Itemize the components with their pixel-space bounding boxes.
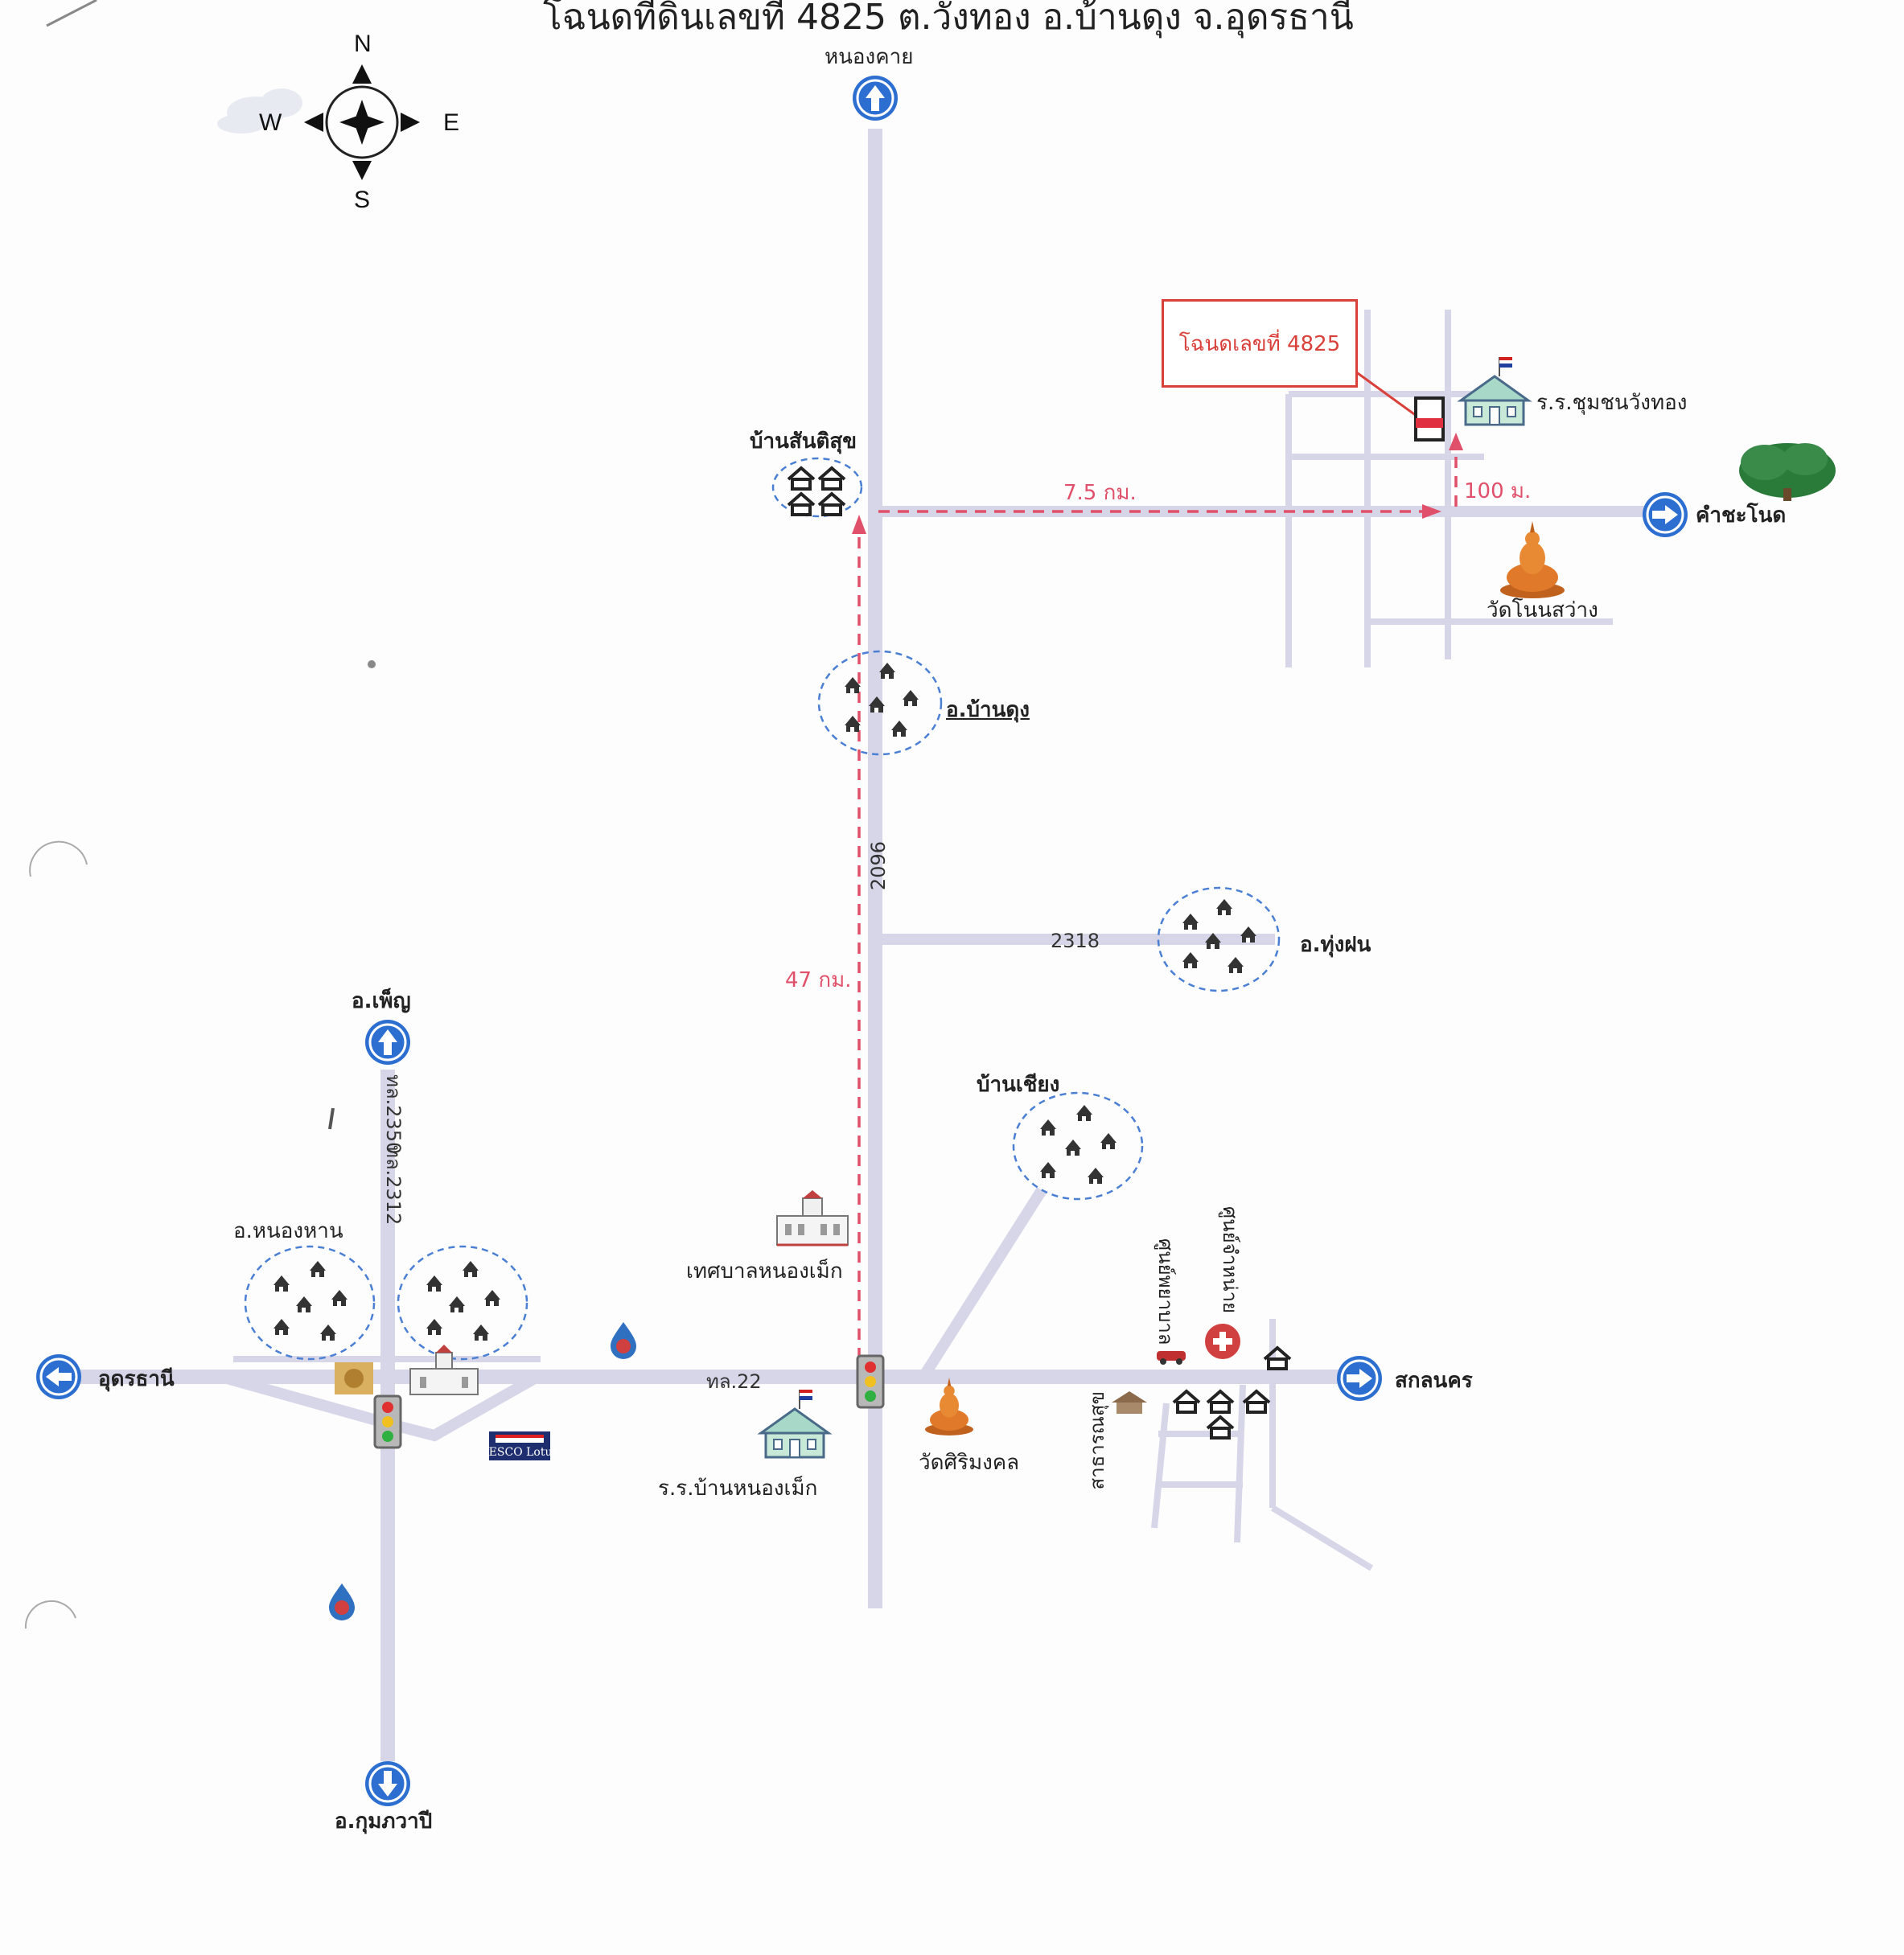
house-icon xyxy=(1206,1390,1235,1414)
road-2096-label: 2096 xyxy=(867,841,890,891)
route-arrowhead-east xyxy=(1422,504,1441,519)
road-2350-label: ทล.2350 xyxy=(382,1074,405,1155)
destination-north-label: หนองคาย xyxy=(825,45,914,69)
buddha-temple-icon xyxy=(1500,521,1565,598)
amphoe-nonghan-label: อ.หนองหาน xyxy=(233,1219,343,1243)
village-cluster-nonghan-1 xyxy=(244,1245,376,1361)
destination-phen-label: อ.เพ็ญ xyxy=(352,989,411,1013)
municipality-building-icon xyxy=(776,1190,849,1247)
destination-east-bottom-label: สกลนคร xyxy=(1395,1369,1473,1393)
tessaban-label: เทศบาลหนองเม็ก xyxy=(686,1259,843,1283)
buddha-temple-icon xyxy=(925,1378,973,1435)
village-cluster-bandung xyxy=(817,650,943,756)
hut-icon xyxy=(1112,1391,1147,1414)
compass-west-label: W xyxy=(259,109,282,136)
hospital-icon xyxy=(1205,1324,1240,1359)
east-arrow-icon xyxy=(1641,491,1689,539)
ban-santisuk-label: บ้านสันติสุข xyxy=(750,429,857,454)
house-icon xyxy=(1172,1390,1201,1414)
compass-east-label: E xyxy=(443,109,460,136)
destination-west-label: อุดรธานี xyxy=(98,1367,175,1391)
route-arrowhead-plot xyxy=(1449,433,1463,450)
road-ban-chiang xyxy=(919,1187,1047,1380)
school-nongmek-label: ร.ร.บ้านหนองเม็ก xyxy=(658,1477,818,1501)
plot-marker xyxy=(1414,396,1445,442)
road-grid-8 xyxy=(1234,1384,1246,1543)
west-arrow-icon xyxy=(35,1353,83,1401)
road-grid-12 xyxy=(1270,1505,1374,1571)
scan-mark xyxy=(368,660,376,668)
amphoe-bandung-label: อ.บ้านดุง xyxy=(946,698,1030,722)
road-bypass xyxy=(220,1371,541,1442)
school-wangthong-label: ร.ร.ชุมชนวังทอง xyxy=(1536,391,1688,415)
car-icon xyxy=(1157,1351,1186,1365)
house-icon xyxy=(1242,1390,1271,1414)
road-22-label: ทล.22 xyxy=(706,1370,762,1393)
route-arrowhead-north xyxy=(852,515,866,534)
map-title: โฉนดที่ดินเลขที่ 4825 ต.วังทอง อ.บ้านดุง… xyxy=(543,0,1354,38)
traffic-light-icon xyxy=(856,1354,885,1409)
compass-north-label: N xyxy=(354,31,372,57)
distance-100m-label: 100 ม. xyxy=(1464,479,1532,503)
village-cluster-nonghan-2 xyxy=(397,1245,528,1361)
deed-connector-line xyxy=(1355,370,1421,420)
north-arrow-icon xyxy=(851,74,899,122)
gas-station-icon xyxy=(329,1583,355,1620)
road-grid-7 xyxy=(1151,1403,1170,1529)
road-2312-label: ทล.2312 xyxy=(382,1145,405,1226)
village-cluster-santisuk xyxy=(771,457,863,518)
compass-rose xyxy=(304,64,420,180)
traffic-light-icon xyxy=(373,1394,402,1449)
scan-mark xyxy=(29,840,88,877)
route xyxy=(857,446,1458,1359)
school-icon xyxy=(759,1388,830,1459)
road-2318-label: 2318 xyxy=(1051,930,1100,952)
district-office-icon xyxy=(409,1345,479,1395)
gas-station-icon xyxy=(611,1322,636,1359)
house-icon xyxy=(1263,1346,1292,1370)
scan-mark xyxy=(328,1107,335,1130)
ban-chiang-label: บ้านเชียง xyxy=(977,1073,1060,1097)
destination-kumphawapi-label: อ.กุมภวาปี xyxy=(335,1809,433,1834)
amphoe-thungfon-label: อ.ทุ่งฝน xyxy=(1300,933,1371,957)
village-cluster-banchiang xyxy=(1012,1091,1144,1201)
tesco-lotus-text: TESCO Lotus xyxy=(481,1446,557,1459)
east-arrow-icon xyxy=(1335,1354,1384,1403)
village-cluster-thungfon xyxy=(1157,886,1281,992)
vertical-label-health: สาธารณสุข xyxy=(1086,1391,1108,1490)
cloud-icon xyxy=(217,88,302,133)
vertical-label-clinic: ศูนย์พยาบาล xyxy=(1154,1238,1177,1345)
tree-icon xyxy=(1739,443,1836,501)
wat-nonsawang-label: วัดโนนสว่าง xyxy=(1487,598,1598,622)
distance-47km-label: 47 กม. xyxy=(785,968,852,992)
scan-mark xyxy=(46,0,97,27)
deed-number-box: โฉนดเลขที่ 4825 xyxy=(1162,299,1358,388)
wat-sirimongkol-label: วัดศิริมงคล xyxy=(919,1451,1020,1475)
distance-75km-label: 7.5 กม. xyxy=(1063,481,1137,505)
tesco-lotus-logo: TESCO Lotus xyxy=(481,1431,558,1460)
north-arrow-icon xyxy=(364,1018,412,1066)
emblem-icon xyxy=(335,1362,373,1394)
destination-east-top-label: คำชะโนด xyxy=(1696,503,1787,528)
house-icon xyxy=(1206,1415,1235,1440)
vertical-label-center: ศูนย์จำหน่าย xyxy=(1219,1206,1241,1314)
compass-south-label: S xyxy=(354,187,371,213)
scan-mark xyxy=(24,1600,76,1629)
south-arrow-icon xyxy=(364,1760,412,1808)
